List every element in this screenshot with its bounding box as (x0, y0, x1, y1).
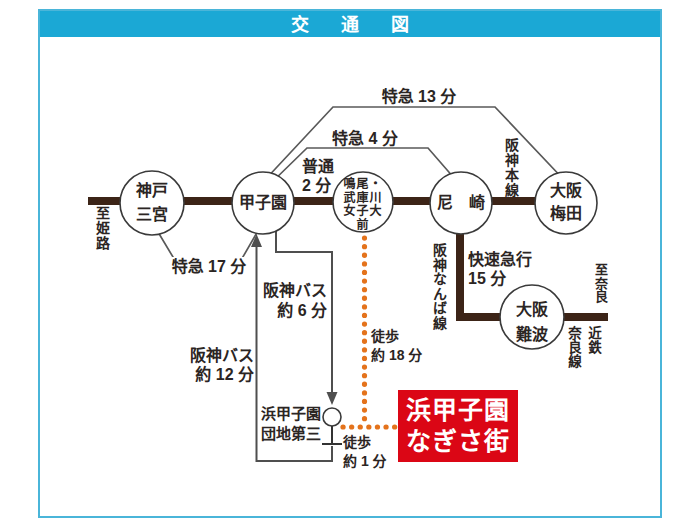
walk-1-label: 徒歩 約 1 分 (343, 433, 387, 470)
hanshin-main-line-label: 阪神本線 (501, 138, 521, 198)
station-label-umeda: 大阪 梅田 (550, 179, 582, 225)
station-label-koshien: 甲子園 (239, 193, 287, 213)
bus-route-6-label: 阪神バス 約 6 分 (263, 281, 327, 321)
route-label-ltd-express-4: 特急 4 分 (332, 129, 398, 149)
route-label-local-2: 普通 2 分 (302, 158, 334, 195)
bus-stop-label: 浜甲子園 団地第三 (261, 404, 321, 444)
station-label-kobe: 神戸 三宮 (136, 179, 168, 227)
bus-route-12-label: 阪神バス 約 12 分 (190, 346, 254, 384)
station-label-amagasaki: 尼 崎 (437, 193, 485, 213)
arrow-down-icon (327, 392, 338, 405)
route-label-ltd-express-13: 特急 13 分 (382, 87, 457, 107)
walk-18-label: 徒歩 約 18 分 (371, 327, 422, 364)
bus-stop-icon (323, 408, 341, 426)
rapid-express-label: 快速急行 15 分 (468, 251, 532, 288)
destination-label: 浜甲子園 なぎさ街 (406, 395, 510, 457)
hanshin-namba-line-label: 阪神なんば線 (429, 243, 449, 330)
station-label-namba: 大阪 難波 (516, 297, 548, 347)
to-himeji-label: 至姫路 (92, 206, 112, 251)
to-nara-label: 至奈良 (590, 263, 610, 304)
kintetsu-nara-line-label: 近鉄 奈良線 (563, 326, 603, 368)
destination-box: 浜甲子園 なぎさ街 (398, 390, 518, 462)
route-label-ltd-express-17: 特急 17 分 (169, 257, 250, 277)
station-label-naruo: 鳴尾・ 武庫川 女子大 前 (343, 178, 382, 232)
